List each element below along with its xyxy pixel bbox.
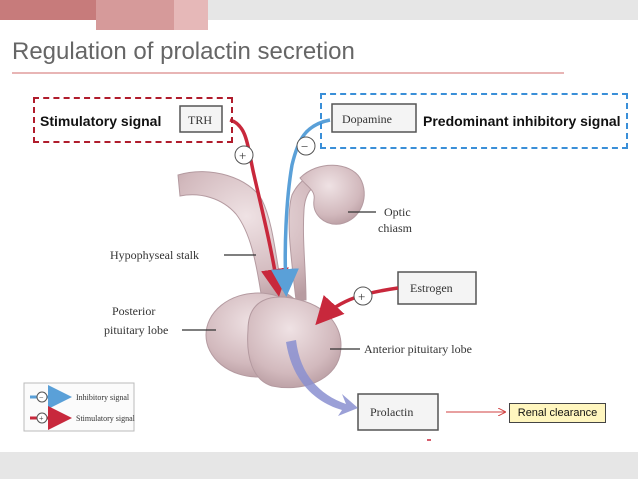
trh-box bbox=[179, 105, 223, 133]
dopamine-minus-circle bbox=[296, 136, 316, 156]
trh-plus-circle bbox=[234, 145, 254, 165]
legend-stimulatory-circle bbox=[36, 412, 48, 424]
trh-signal-path bbox=[229, 118, 289, 297]
trh-plus-sign: + bbox=[239, 148, 246, 163]
prolactin-box bbox=[357, 393, 439, 431]
optic-chiasm-shape bbox=[299, 164, 365, 225]
slide-title: Regulation of prolactin secretion bbox=[12, 38, 355, 65]
hypophyseal-stalk-shape bbox=[177, 171, 331, 302]
optic-label-line2: chiasm bbox=[378, 221, 413, 235]
estrogen-plus-sign: + bbox=[358, 289, 365, 304]
stalk-label: Hypophyseal stalk bbox=[110, 248, 199, 262]
posterior-label-line1: Posterior bbox=[112, 304, 155, 318]
legend-inhibitory-circle bbox=[36, 391, 48, 403]
legend-plus-sign: + bbox=[39, 414, 44, 423]
posterior-label-line2: pituitary lobe bbox=[104, 323, 168, 337]
top-accent-dark bbox=[0, 0, 96, 20]
dopamine-box bbox=[331, 103, 417, 133]
stimulatory-signal-label: Stimulatory signal bbox=[40, 113, 162, 129]
dopamine-signal-path bbox=[270, 118, 331, 297]
dopamine-label: Dopamine bbox=[342, 112, 392, 126]
prolactin-release-arrow bbox=[286, 340, 358, 416]
inhibitory-highlight-box bbox=[320, 93, 628, 149]
estrogen-label: Estrogen bbox=[410, 281, 453, 295]
dopamine-minus-sign: − bbox=[301, 139, 308, 154]
trh-label: TRH bbox=[188, 113, 212, 127]
legend-box bbox=[23, 382, 135, 432]
bottom-band bbox=[0, 452, 638, 479]
renal-clearance-box: Renal clearance bbox=[509, 403, 606, 423]
optic-label-line1: Optic bbox=[384, 205, 411, 219]
anterior-label: Anterior pituitary lobe bbox=[364, 342, 472, 356]
top-accent-light bbox=[174, 0, 208, 30]
legend-stimulatory-label: Stimulatory signal bbox=[76, 414, 136, 423]
stimulatory-highlight-box bbox=[33, 97, 233, 143]
prolactin-label: Prolactin bbox=[370, 405, 413, 419]
top-accent-medium bbox=[96, 0, 174, 30]
legend-minus-sign: − bbox=[39, 393, 44, 402]
estrogen-plus-circle bbox=[353, 286, 373, 306]
title-rule bbox=[12, 72, 564, 74]
legend-inhibitory-label: Inhibitory signal bbox=[76, 393, 130, 402]
inhibitory-signal-label: Predominant inhibitory signal bbox=[423, 113, 621, 129]
